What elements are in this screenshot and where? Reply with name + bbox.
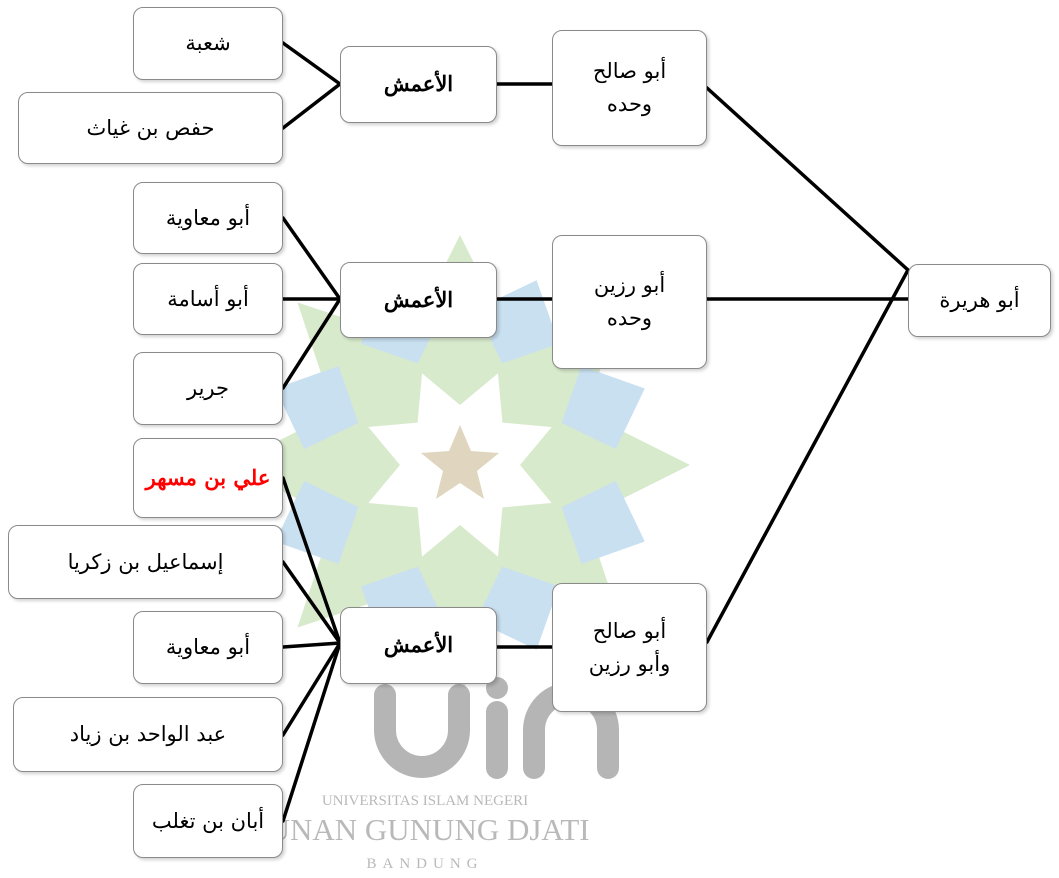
link-shuba-amash1 xyxy=(281,41,342,86)
node-ali-bin-mushir: علي بن مسهر xyxy=(133,438,283,518)
node-shuba: شعبة xyxy=(133,7,283,80)
emblem-center-star-icon xyxy=(421,425,499,499)
node-abd-al-wahid-bin-ziyad: عبد الواحد بن زياد xyxy=(13,697,283,772)
node-hafs-bin-ghiyath: حفص بن غياث xyxy=(18,92,283,164)
link-ali-amash3 xyxy=(281,476,342,645)
link-abdalwahid-amash3 xyxy=(281,641,342,737)
watermark-line1: UNIVERSITAS ISLAM NEGERI xyxy=(322,793,528,809)
link-abumuawiya1-amash2 xyxy=(281,216,342,301)
link-abumuawiya2-amash3 xyxy=(281,641,342,649)
watermark-line3: BANDUNG xyxy=(367,856,484,872)
node-abu-usama: أبو أسامة xyxy=(133,263,283,335)
node-jarir: جرير xyxy=(133,352,283,425)
watermark-line2: SUNAN GUNUNG DJATI xyxy=(250,812,589,847)
link-abusalih-abuhurayra xyxy=(705,86,910,272)
link-jarir-amash2 xyxy=(281,297,342,390)
node-abu-salih-alone: أبو صالح وحده xyxy=(552,30,707,146)
node-abu-muawiya-2: أبو معاوية xyxy=(133,611,283,684)
node-abu-hurayra: أبو هريرة xyxy=(908,264,1051,337)
link-aban-amash3 xyxy=(281,641,342,823)
node-abu-razin-alone: أبو رزين وحده xyxy=(552,235,707,369)
node-amash-3: الأعمش xyxy=(340,607,497,684)
node-aban-bin-taghlib: أبان بن تغلب xyxy=(133,784,283,858)
link-ismail-amash3 xyxy=(281,560,342,645)
node-amash-1: الأعمش xyxy=(340,46,497,123)
link-abusalihrazin-abuhurayra xyxy=(705,268,910,644)
node-abu-muawiya-1: أبو معاوية xyxy=(133,182,283,254)
node-amash-2: الأعمش xyxy=(340,262,497,338)
link-hafs-amash1 xyxy=(281,82,342,130)
node-ismail-bin-zakariya: إسماعيل بن زكريا xyxy=(8,525,283,599)
node-abu-salih-and-abu-razin: أبو صالح وأبو رزين xyxy=(552,583,707,712)
